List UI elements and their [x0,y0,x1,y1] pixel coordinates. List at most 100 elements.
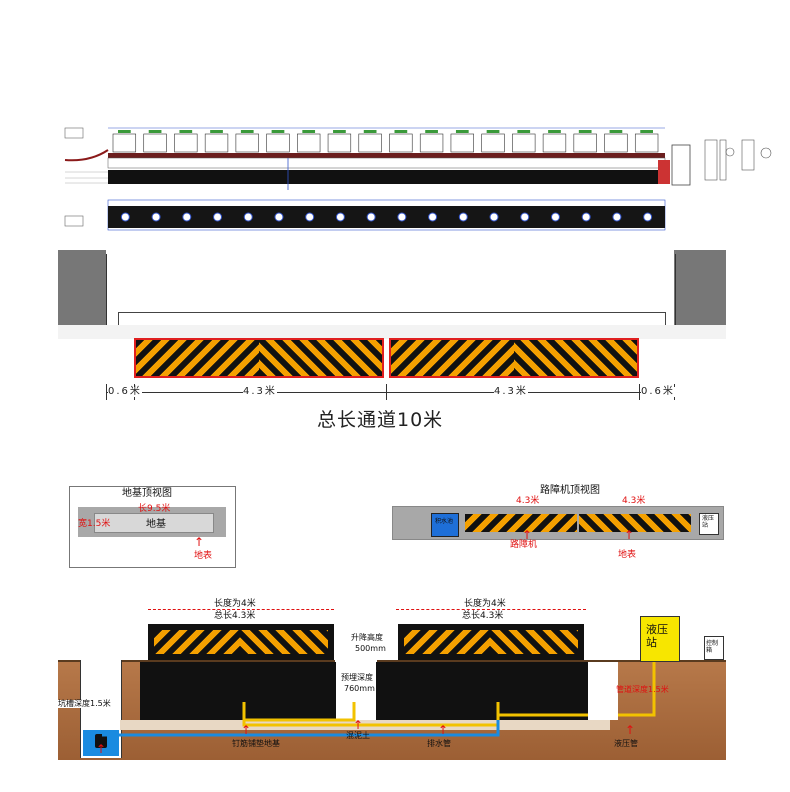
elevation-bollard-cap [333,130,346,133]
elevation-bollard [358,133,382,153]
elevation-bollard-hole [458,212,468,222]
left-wall [58,250,106,325]
elevation-bollard-hole [489,212,499,222]
elevation-bollard-cap [240,130,254,133]
dim-left-margin: 0.6米 [108,386,142,397]
ground-surface-line [58,660,726,662]
barrier-body-left [140,662,336,720]
elevation-bollard [634,133,659,153]
elevation-svg [64,127,772,231]
arrow-hydraulic: ↑ [625,723,636,737]
elevation-bollard-cap [609,130,623,133]
elevation-bollard [573,133,597,153]
hydraulic-station-label: 液压站 [646,623,668,650]
elevation-bollard-hole [397,212,407,222]
elevation-bollard [512,133,536,153]
cross-section: 坑槽深度1.5米 ↑ 长度为4米 总长4.3米 长度为4米 总长4.3米 升降高… [58,580,726,760]
top-view-station: 液压站 [699,513,719,535]
elevation-bollard-cap [363,130,377,133]
elevation-bollard-cap [118,130,131,133]
total-length-title: 总长通道10米 [317,409,444,431]
barrier-unit-right-hatch2 [490,630,578,654]
drain-pit-label: 积水池 [435,518,454,525]
elevation-bollard [143,133,167,153]
elevation-bollard-hole [305,212,315,222]
barrier-len-right: 4.3米 [622,496,646,506]
elevation-bollard-hole [274,212,284,222]
foundation-width-label: 宽1.5米 [78,519,111,529]
pit-pump-icon [95,734,107,748]
road-base-line [118,312,666,325]
elevation-bollard [327,133,352,153]
barrier-arrow-1: ↑ [522,528,533,542]
elevation-bollard-cap [486,130,500,133]
bury-depth-title: 预埋深度 [341,673,373,682]
dim-left-plate: 4.3米 [243,386,277,397]
foundation-concrete [78,507,226,537]
section-top-len-left: 长度为4米 [214,599,256,609]
elevation-bollard [204,133,229,153]
plan-divider [58,325,726,339]
center-gap [335,660,377,722]
elevation-bollard [297,133,321,153]
elevation-bollard-hole [182,212,192,222]
elevation-bollard-cap [302,130,316,133]
barrier-ground-label: 地表 [618,550,637,560]
elevation-bollard-hole [428,212,438,222]
dim-tick [106,384,107,400]
pipes-svg [102,650,656,737]
drain-pit: 积水池 [431,513,459,537]
control-box-label: 控制箱 [706,640,719,654]
elevation-bollard-hole [612,212,622,222]
barrier-body-right [376,662,588,720]
elevation-bollard-hole [335,212,345,222]
pit-arrow: ↑ [96,742,107,756]
elevation-bollard-cap [548,130,561,133]
left-pit [80,660,122,758]
foundation-ground-label: 地表 [194,551,213,561]
barrier-unit-left [148,624,334,660]
right-wall [674,250,726,325]
lift-height-title: 升降高度 [351,633,383,642]
arrow-rebar: ↑ [241,723,252,737]
elevation-drawing [60,120,780,235]
elevation-bollard [389,133,413,153]
bury-depth-value: 760mm [344,684,375,693]
elevation-bollard-hole [643,212,653,222]
elevation-bollard-hole [213,212,223,222]
elevation-bollard-cap [179,130,193,133]
elevation-bollard [112,133,137,153]
top-view-station-label: 液压站 [702,515,715,529]
elevation-bollard-cap [148,130,162,133]
elevation-bollard-hole [120,212,130,222]
elevation-bollard [481,133,505,153]
dim-right-plate: 4.3米 [494,386,528,397]
label-rebar: 钉筋铺垫地基 [232,739,280,748]
barrier-unit-left-hatch [154,630,240,654]
barrier-top-view: 路障机顶视图 4.3米 4.3米 积水池 液压站 ↑ 路障机 ↑ 地表 [390,484,725,564]
barrier-machine-label: 路障机 [510,540,538,550]
label-concrete: 混泥土 [346,731,370,740]
elevation-bollard [174,133,198,153]
barrier-top-title: 路障机顶视图 [540,485,600,496]
elevation-bollard-cap [640,130,653,133]
elevation-bollard-hole [550,212,560,222]
elevation-bollard-hole [520,212,530,222]
elevation-bollard [604,133,628,153]
barrier-plate-right [389,338,639,378]
section-total-right: 总长4.3米 [462,611,504,621]
barrier-top-plate-right [579,514,691,532]
elevation-bollard-hole [581,212,591,222]
elevation-bollard-cap [517,130,531,133]
pipe-depth-label: 管道深度1.5米 [616,685,669,694]
dim-right-margin: 0.6米 [641,386,675,397]
elevation-bollard-cap [455,130,469,133]
elevation-bollard [450,133,474,153]
elevation-bollard-cap [394,130,408,133]
barrier-unit-right-hatch [404,630,490,654]
foundation-ground-arrow: ↑ [194,535,205,549]
barrier-unit-right [398,624,584,660]
label-drain: 排水管 [427,739,451,748]
elevation-bollard [542,133,567,153]
hydraulic-station: 液压站 [640,616,680,662]
